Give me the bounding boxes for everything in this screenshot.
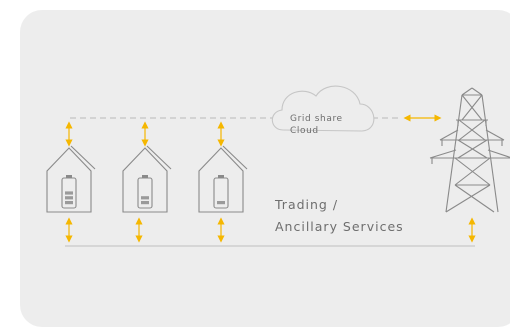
battery-level-segment [141, 201, 149, 205]
transmission-tower-icon [429, 87, 510, 213]
battery-level-segment [65, 191, 73, 195]
battery-icon [137, 175, 153, 209]
house-icon [46, 145, 96, 213]
services-label: Trading / Ancillary Services [275, 194, 404, 238]
houses-group [46, 145, 248, 213]
services-label-line1: Trading / [275, 197, 339, 212]
cloud-label-line2: Cloud [290, 126, 319, 136]
house-icon [198, 145, 248, 213]
battery-level-segment [141, 196, 149, 200]
battery-icon [213, 175, 229, 209]
diagram-panel [20, 10, 510, 327]
battery-level-segment [217, 201, 225, 205]
cloud-label-line1: Grid share [290, 114, 343, 124]
cloud-icon [271, 85, 375, 132]
house-icon [122, 145, 172, 213]
battery-level-segment [65, 196, 73, 200]
battery-level-segment [65, 201, 73, 205]
battery-icon [61, 175, 77, 209]
cloud-label: Grid share Cloud [290, 113, 343, 137]
services-label-line2: Ancillary Services [275, 219, 404, 234]
